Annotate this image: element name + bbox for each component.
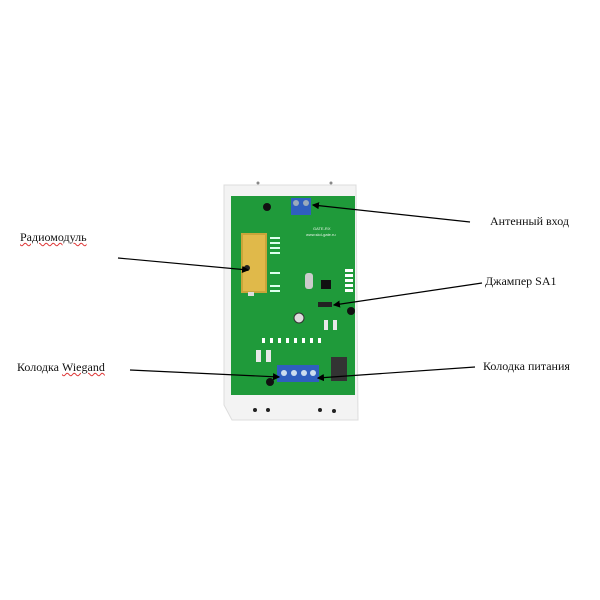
- chip: [321, 280, 331, 289]
- board-url: www.skd-gate.ru: [306, 232, 336, 237]
- callout-lines: [117, 202, 483, 382]
- label-wiegand-word: Wiegand: [61, 360, 105, 374]
- label-power: Колодка питания: [483, 359, 570, 373]
- label-antenna: Антенный вход: [490, 214, 569, 228]
- radio-module: [241, 233, 267, 296]
- board-model: GATE-RX: [313, 226, 331, 231]
- jumper-sa1: [318, 302, 332, 307]
- label-jumper: Джампер SA1: [485, 274, 557, 288]
- power-regulator: [331, 357, 347, 381]
- label-wiegand: Колодка Wiegand: [17, 360, 105, 375]
- module-pins: [270, 237, 280, 292]
- label-radiomodule: Радиомодуль: [20, 230, 87, 244]
- crystal: [305, 273, 313, 289]
- wiegand-terminal: [277, 365, 319, 382]
- antenna-terminal: [291, 198, 311, 215]
- label-wiegand-prefix: Колодка: [17, 360, 62, 374]
